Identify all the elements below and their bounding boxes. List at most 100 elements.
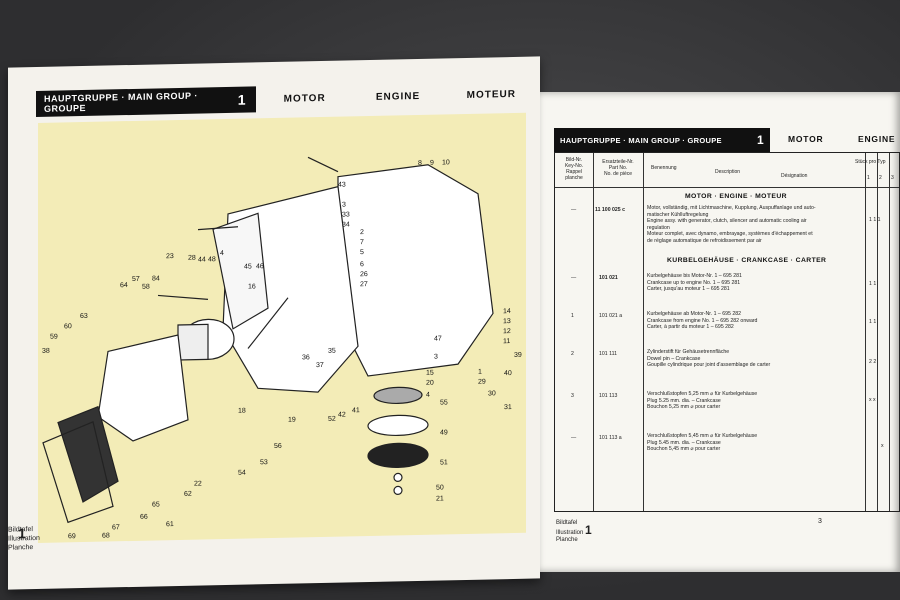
callout-66: 66 <box>140 514 148 521</box>
callout-55: 55 <box>440 399 448 406</box>
callout-64: 64 <box>120 282 128 289</box>
callout-37: 37 <box>316 362 324 369</box>
callout-69: 69 <box>68 533 76 540</box>
callout-29: 29 <box>478 379 486 386</box>
callout-27: 27 <box>360 281 368 288</box>
left-page: HAUPTGRUPPE · MAIN GROUP · GROUPE 1 MOTO… <box>8 56 540 590</box>
callout-56: 56 <box>274 443 282 450</box>
row-1-key: — <box>571 275 577 281</box>
callout-63: 63 <box>80 313 88 320</box>
right-col-motor: MOTOR <box>788 134 824 144</box>
callout-62: 62 <box>184 491 192 498</box>
valve-cover-gasket <box>42 420 114 524</box>
callout-47: 47 <box>434 335 442 342</box>
callout-65: 65 <box>152 501 160 508</box>
callout-4: 4 <box>220 250 224 257</box>
callout-9: 9 <box>430 160 434 167</box>
callout-35: 35 <box>328 348 336 355</box>
left-footer-number: 1 <box>18 525 26 542</box>
callout-4: 4 <box>426 392 430 399</box>
callout-16: 16 <box>248 283 256 290</box>
cylinder-head <box>97 334 189 442</box>
left-group-header: HAUPTGRUPPE · MAIN GROUP · GROUPE 1 <box>36 86 256 117</box>
callout-3: 3 <box>434 354 438 361</box>
left-group-label: HAUPTGRUPPE · MAIN GROUP · GROUPE <box>44 90 198 114</box>
long-bolt <box>307 156 339 173</box>
callout-48: 48 <box>208 256 216 263</box>
bell-housing <box>212 212 269 330</box>
callout-39: 39 <box>514 352 522 359</box>
callout-1: 1 <box>478 369 482 376</box>
oil-strainer-cover <box>367 442 429 469</box>
row-0-key: — <box>571 207 577 213</box>
left-col-motor: MOTOR <box>283 92 326 105</box>
right-page-footer: Bildtafel Illustration 1 Planche <box>556 520 592 543</box>
row-4-qty: x x <box>869 397 876 403</box>
callout-2: 2 <box>360 229 364 236</box>
row-4-part: 101 113 <box>599 393 618 399</box>
row-3-key: 2 <box>571 351 574 357</box>
callout-41: 41 <box>352 407 360 414</box>
row-0-qty: 1 1 1 <box>869 217 881 223</box>
callout-53: 53 <box>260 459 268 466</box>
left-group-number: 1 <box>237 91 246 108</box>
th-typ-3: 3 <box>891 175 894 181</box>
stud-lower <box>247 297 289 349</box>
callout-40: 40 <box>504 370 512 377</box>
callout-49: 49 <box>440 429 448 436</box>
callout-68: 68 <box>102 532 110 539</box>
drain-washer <box>393 485 403 496</box>
callout-52: 52 <box>328 416 336 423</box>
row-3-part: 101 111 <box>599 351 617 357</box>
cylinder-fins <box>177 323 209 361</box>
th-stueck: Stück pro Typ <box>855 159 886 165</box>
callout-10: 10 <box>442 159 450 166</box>
right-footer-number: 1 <box>585 523 592 537</box>
callout-36: 36 <box>302 354 310 361</box>
page-number: 3 <box>818 518 822 525</box>
callout-60: 60 <box>64 323 72 330</box>
th-benennung: Benennung <box>651 165 677 171</box>
callout-22: 22 <box>194 481 202 488</box>
row-2-qty: 1 1 <box>869 319 877 325</box>
row-4-desc: Verschlußstopfen 5,25 mm ⌀ für Kurbelgeh… <box>647 391 758 411</box>
callout-42: 42 <box>338 411 346 418</box>
row-2-part: 101 021 a <box>599 313 623 319</box>
callout-30: 30 <box>488 390 496 397</box>
th-typ-2: 2 <box>879 175 882 181</box>
callout-28: 28 <box>188 255 196 262</box>
callout-13: 13 <box>503 318 511 325</box>
th-typ-1: 1 <box>867 175 870 181</box>
callout-38: 38 <box>42 348 50 355</box>
row-4-key: 3 <box>571 393 574 399</box>
row-5-qty: x <box>881 443 884 449</box>
callout-58: 58 <box>142 284 150 291</box>
th-description: Description <box>715 169 741 175</box>
callout-21: 21 <box>436 495 444 502</box>
row-0-part: 11 100 025 c <box>595 207 626 213</box>
left-footer-number-wrap: 1 <box>18 525 26 541</box>
section-kurbel: KURBELGEHÄUSE · CRANKCASE · CARTER <box>667 257 827 264</box>
callout-57: 57 <box>132 276 140 283</box>
callout-12: 12 <box>503 328 511 335</box>
callout-46: 46 <box>256 263 264 270</box>
callout-11: 11 <box>503 338 510 345</box>
row-3-qty: 2 2 <box>869 359 877 365</box>
right-col-engine: ENGINE <box>858 134 896 144</box>
callout-23: 23 <box>166 253 174 260</box>
callout-45: 45 <box>244 263 252 270</box>
row-5-desc: Verschlußstopfen 5,45 mm ⌀ für Kurbelgeh… <box>647 433 758 453</box>
callout-19: 19 <box>288 417 296 424</box>
callout-50: 50 <box>436 484 444 491</box>
callout-26: 26 <box>360 271 368 278</box>
right-page: HAUPTGRUPPE · MAIN GROUP · GROUPE 1 MOTO… <box>540 92 900 572</box>
th-designation: Désignation <box>781 173 808 179</box>
right-group-label: HAUPTGRUPPE · MAIN GROUP · GROUPE <box>560 135 722 145</box>
row-5-part: 101 113 a <box>599 435 622 441</box>
row-0-desc: Motor, vollständig, mit Lichtmaschine, K… <box>647 205 816 244</box>
callout-44: 44 <box>198 256 206 263</box>
